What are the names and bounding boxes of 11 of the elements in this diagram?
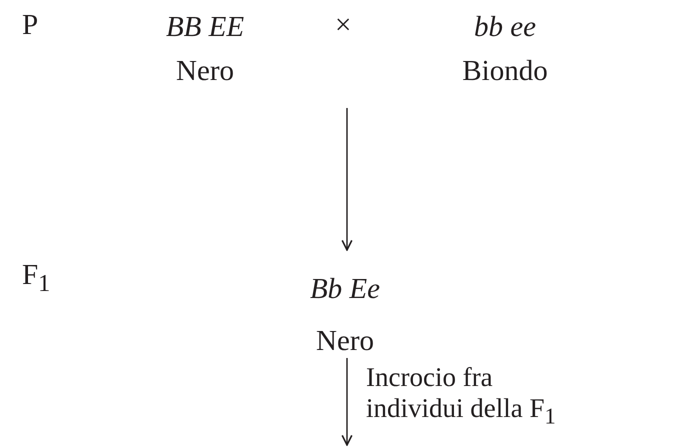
phenotype-text: Nero: [176, 54, 234, 88]
phenotype-text: Biondo: [462, 54, 548, 88]
cross-symbol: ×: [335, 8, 352, 42]
genotype-text: BB EE: [166, 10, 244, 44]
genotype-text: bb ee: [474, 10, 536, 44]
generation-label: P: [22, 8, 38, 42]
generation-label: F$_{1}$: [22, 258, 50, 299]
arrow: [341, 108, 353, 251]
phenotype-text: Nero: [316, 324, 374, 358]
genotype-text: Bb Ee: [310, 272, 380, 306]
arrow: [341, 358, 353, 446]
